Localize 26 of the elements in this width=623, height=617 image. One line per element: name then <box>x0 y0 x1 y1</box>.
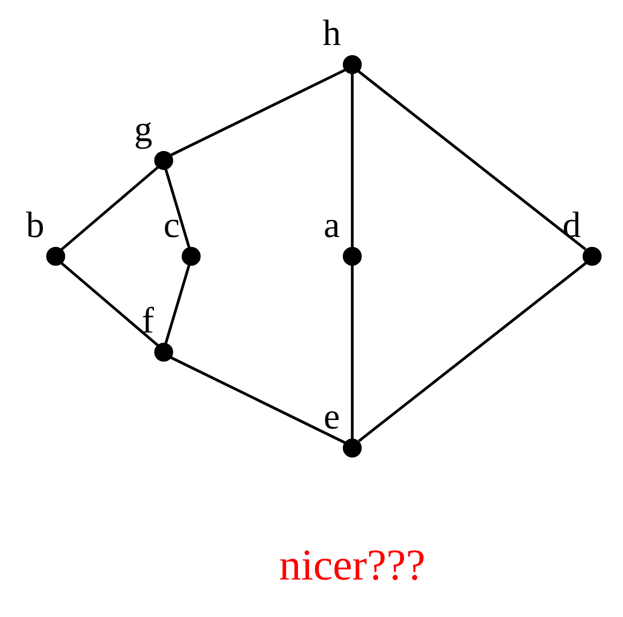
connector <box>170 68 346 156</box>
connector <box>170 356 346 444</box>
node-label: a <box>323 204 340 245</box>
node-label: h <box>322 12 340 54</box>
node-circle <box>154 342 173 362</box>
connector <box>350 74 354 248</box>
node-circle <box>582 246 602 266</box>
connector <box>164 264 190 344</box>
connector <box>60 262 158 346</box>
node-label: f <box>141 300 154 341</box>
node-circle <box>342 246 362 266</box>
node-label: c <box>162 204 180 245</box>
connector <box>356 70 586 250</box>
label: nicer??? <box>278 540 425 590</box>
connector <box>60 166 158 251</box>
node-circle <box>342 438 362 458</box>
node-circle <box>342 55 362 74</box>
node-label: e <box>323 395 340 436</box>
node-label: b <box>26 204 44 245</box>
connector <box>358 262 587 442</box>
connector <box>350 265 354 440</box>
node-circle <box>181 246 200 266</box>
connector <box>164 168 190 248</box>
node-circle <box>154 150 173 170</box>
node-circle <box>46 246 65 266</box>
node-label: g <box>134 108 152 149</box>
